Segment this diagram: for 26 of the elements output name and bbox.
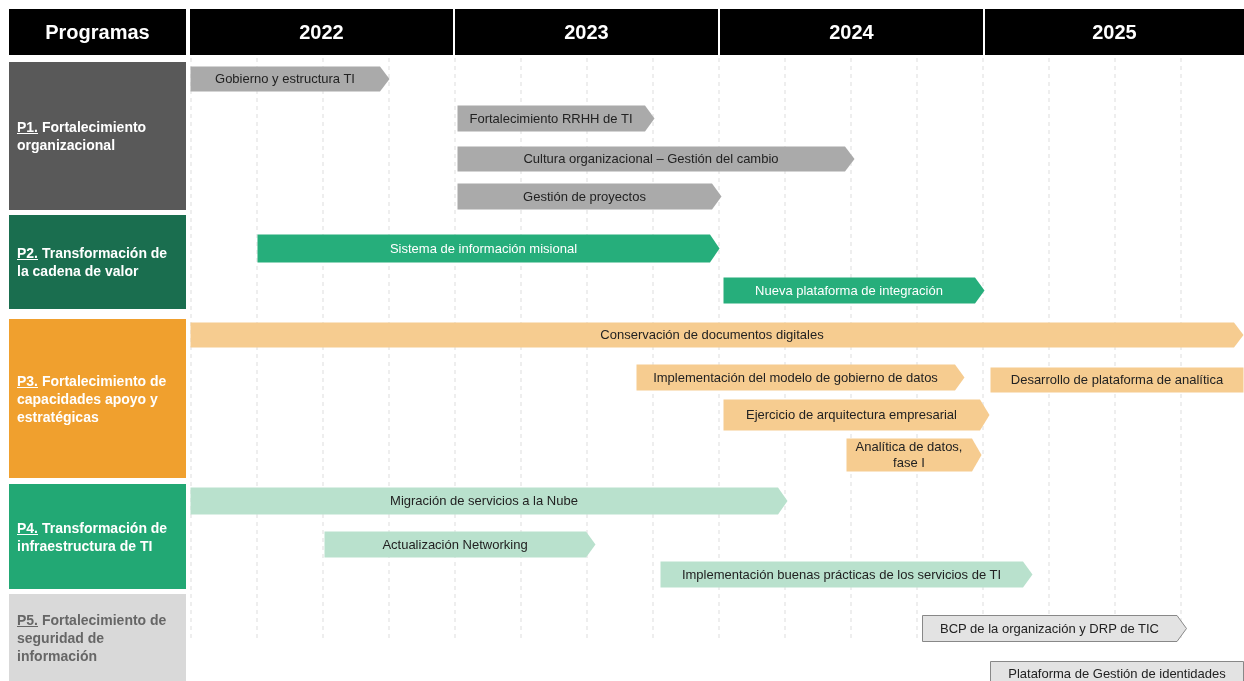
timeline-arrow-bar: BCP de la organización y DRP de TIC: [922, 615, 1187, 642]
timeline-arrow-bar: Implementación buenas prácticas de los servicios de TI: [660, 561, 1033, 588]
timeline-arrow-bar: Conservación de documentos digitales: [190, 322, 1244, 348]
year-header: 2024: [720, 9, 983, 55]
timeline-arrow-bar: Implementación del modelo de gobierno de datos: [636, 364, 965, 391]
year-header: 2023: [455, 9, 718, 55]
program-box: P5. Fortalecimiento de seguridad de información: [9, 594, 186, 681]
program-box: P2. Transformación de la cadena de valor: [9, 215, 186, 309]
timeline-arrow-bar: Actualización Networking: [324, 531, 596, 558]
year-header: 2025: [985, 9, 1244, 55]
timeline-arrow-bar: Migración de servicios a la Nube: [190, 487, 788, 515]
timeline-arrow-bar: Analítica de datos, fase I: [846, 438, 982, 472]
timeline-bar: Desarrollo de plataforma de analítica: [990, 367, 1244, 393]
program-box: P4. Transformación de infraestructura de TI: [9, 484, 186, 589]
timeline-arrow-bar: Gestión de proyectos: [457, 183, 722, 210]
timeline-arrow-bar: Sistema de información misional: [257, 234, 720, 263]
timeline-arrow-bar: Ejercicio de arquitectura empresarial: [723, 399, 990, 431]
timeline-arrow-bar: Fortalecimiento RRHH de TI: [457, 105, 655, 132]
timeline-arrow-bar: Nueva plataforma de integración: [723, 277, 985, 304]
year-header: 2022: [190, 9, 453, 55]
timeline-bar: Plataforma de Gestión de identidades: [990, 661, 1244, 681]
timeline-arrow-bar: Cultura organizacional – Gestión del cambio: [457, 146, 855, 172]
timeline-arrow-bar: Gobierno y estructura TI: [190, 66, 390, 92]
program-box: P1. Fortalecimiento organizacional: [9, 62, 186, 210]
program-box: P3. Fortalecimiento de capacidades apoyo y estratégicas: [9, 319, 186, 478]
column-header: Programas: [9, 9, 186, 55]
